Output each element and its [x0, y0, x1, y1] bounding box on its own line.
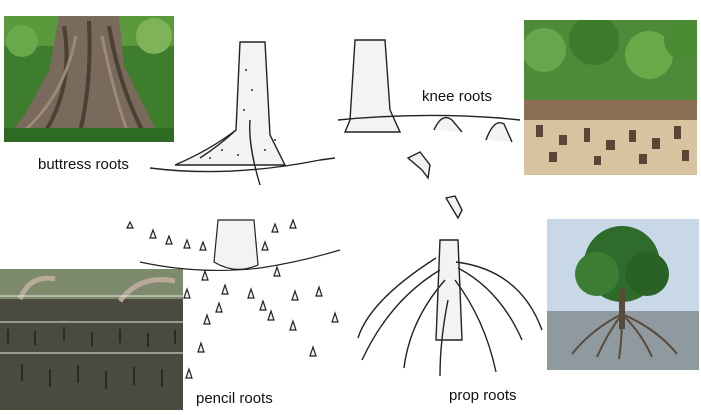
buttress-roots-label: buttress roots	[38, 156, 129, 173]
buttress-roots-photo	[4, 16, 174, 142]
prop-root-sketch	[357, 239, 543, 377]
pencil-roots-label: pencil roots	[196, 390, 273, 407]
buttress-root-sketch	[149, 41, 336, 186]
knee-roots-label: knee roots	[422, 88, 493, 105]
prop-roots-photo	[547, 219, 699, 370]
pencil-root-sketch	[126, 218, 341, 379]
knee-roots-photo	[524, 20, 697, 175]
pencil-roots-photo	[0, 269, 183, 410]
prop-roots-label: prop roots	[449, 387, 517, 404]
knee-root-sketch	[337, 39, 521, 220]
